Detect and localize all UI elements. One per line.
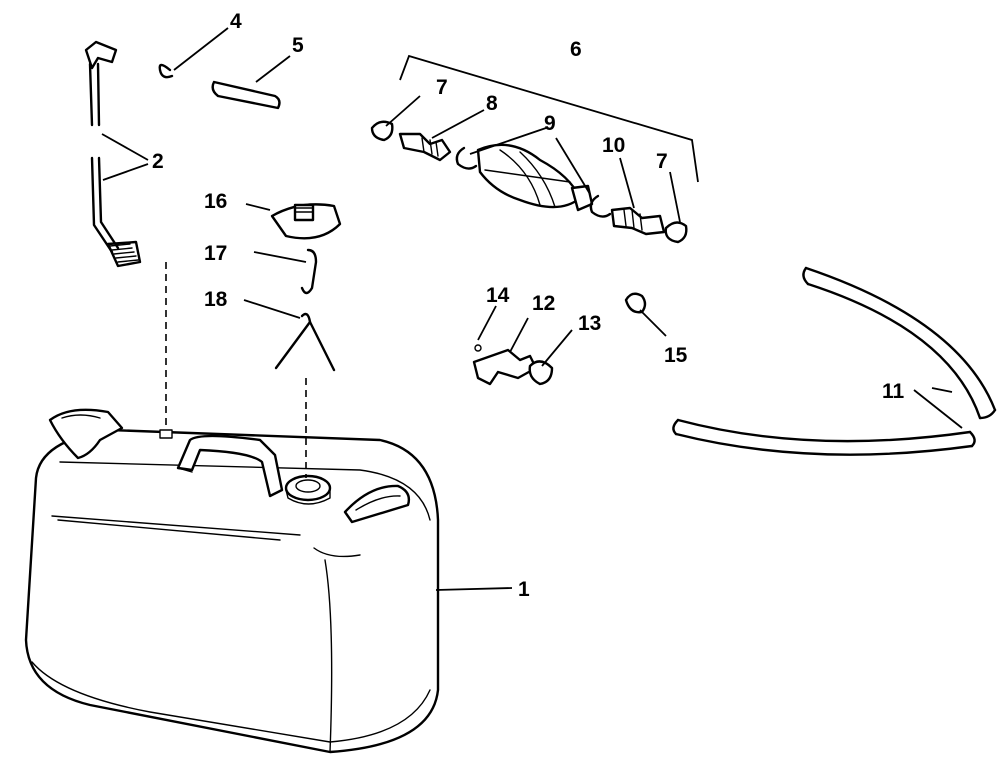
callout-18: 18 [204, 288, 228, 311]
callout-6: 6 [570, 38, 582, 61]
callout-16: 16 [204, 190, 227, 213]
callout-labels: 1 2 4 5 6 7 8 9 10 7 11 12 13 14 15 16 1… [152, 10, 905, 601]
callout-11: 11 [882, 380, 905, 403]
callout-2: 2 [152, 150, 164, 173]
retainer-hook [300, 248, 318, 295]
callout-5: 5 [292, 34, 304, 57]
pin [211, 80, 281, 110]
callout-7-right: 7 [656, 150, 668, 173]
primer-bulb-assembly [370, 120, 688, 244]
callout-8: 8 [486, 92, 498, 115]
fitting-cap [624, 292, 647, 314]
fuel-tank [24, 408, 440, 754]
spring-clip [274, 312, 336, 372]
clip [158, 63, 174, 79]
pickup-tube [84, 40, 142, 268]
fuel-hose [672, 266, 997, 456]
leader-lines [101, 27, 963, 591]
callout-13: 13 [578, 312, 601, 335]
callout-12: 12 [532, 292, 555, 315]
callout-9: 9 [544, 112, 556, 135]
callout-7-left: 7 [436, 76, 448, 99]
filler-cap [270, 203, 342, 240]
callout-1: 1 [518, 578, 530, 601]
callout-17: 17 [204, 242, 227, 265]
hose-fitting [472, 344, 554, 386]
callout-14: 14 [486, 284, 510, 307]
callout-4: 4 [230, 10, 242, 33]
callout-10: 10 [602, 134, 625, 157]
callout-15: 15 [664, 344, 688, 367]
